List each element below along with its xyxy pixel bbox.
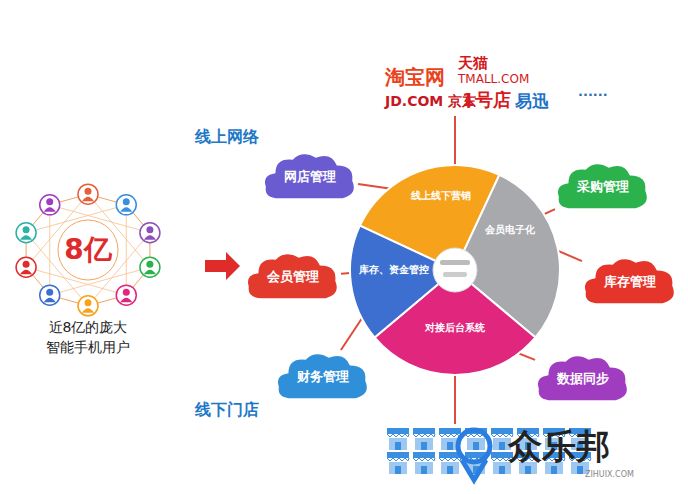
cloud-box: 库存管理 [582,255,678,309]
segment-label: 会员电子化 [485,223,535,237]
pie-segment: 库存、资金管控 [357,262,431,278]
user-icon [123,289,130,296]
logo-text: TMALL.COM [458,72,529,86]
cloud-shape [265,154,354,198]
section-label: 线上网络 [195,127,259,148]
cloud-shape [278,354,367,398]
watermark-icon [462,460,486,480]
network-hub [58,220,118,280]
user-icon [16,257,36,277]
segment-label: 对接后台系统 [425,321,485,335]
section-label: 线下门店 [195,400,259,421]
user-icon [120,207,132,212]
blurred-text [440,260,470,265]
caption: 近8亿的庞大 智能手机用户 [40,318,136,357]
user-icon [40,285,60,305]
user-icon [140,257,160,277]
ellipsis: ...... [578,84,608,99]
blurred-text [443,272,467,277]
user-icon [78,296,98,316]
cloud-box: 数据同步 [535,352,631,406]
user-icon [20,270,32,275]
cloud-box: 网店管理 [262,150,358,204]
user-icon [78,184,98,204]
watermark: 众乐邦 [508,424,610,470]
cloud-box: 会员管理 [245,250,341,304]
user-icon [82,197,94,202]
user-icon [20,235,32,240]
logo-text: 天猫 [458,54,488,73]
pie-segment: 对接后台系统 [415,320,495,336]
logo-text: 1号店 [462,88,511,112]
cloud-shape [558,164,647,208]
user-icon [46,198,53,205]
leader-line [454,372,456,424]
cloud-shape [585,259,674,303]
cloud-label: 财务管理 [297,368,349,386]
user-icon [40,195,60,215]
user-icon [23,261,30,268]
user-icon [116,285,136,305]
user-icon [116,195,136,215]
pie-center [433,248,477,292]
user-icon [16,223,36,243]
cloud-label: 库存管理 [604,273,656,291]
watermark-icon [458,430,490,462]
user-icon [23,226,30,233]
user-icon [146,226,153,233]
pie-segment: 线上线下营销 [405,188,477,204]
user-icon [85,299,92,306]
cloud-shape [538,356,627,400]
network-line [126,205,127,295]
user-icon [146,261,153,268]
logo-text: 淘宝网 [385,64,445,91]
arrow-symbol [205,252,240,280]
cloud-box: 采购管理 [555,160,651,214]
user-icon [144,270,156,275]
segment-label: 线上线下营销 [411,189,471,203]
user-icon [144,235,156,240]
segment-label: 库存、资金管控 [359,263,429,277]
big-number: 8亿 [64,231,111,269]
cloud-label: 数据同步 [557,370,609,388]
user-icon [46,289,53,296]
user-icon [44,207,56,212]
pie-chart [350,165,560,375]
user-icon [82,308,94,313]
cloud-label: 网店管理 [284,168,336,186]
user-icon [85,188,92,195]
cloud-box: 财务管理 [275,350,371,404]
watermark: ZIHUIX.COM [585,470,634,479]
cloud-label: 采购管理 [577,178,629,196]
user-icon [123,198,130,205]
network-line [49,205,50,295]
user-icon [44,298,56,303]
user-network [16,184,160,316]
pie-segment: 会员电子化 [480,222,540,238]
cloud-shape [248,254,337,298]
logo-text: 易迅 [515,90,549,113]
leader-line [454,116,456,168]
cloud-label: 会员管理 [267,268,319,286]
user-icon [120,298,132,303]
user-icon [140,223,160,243]
